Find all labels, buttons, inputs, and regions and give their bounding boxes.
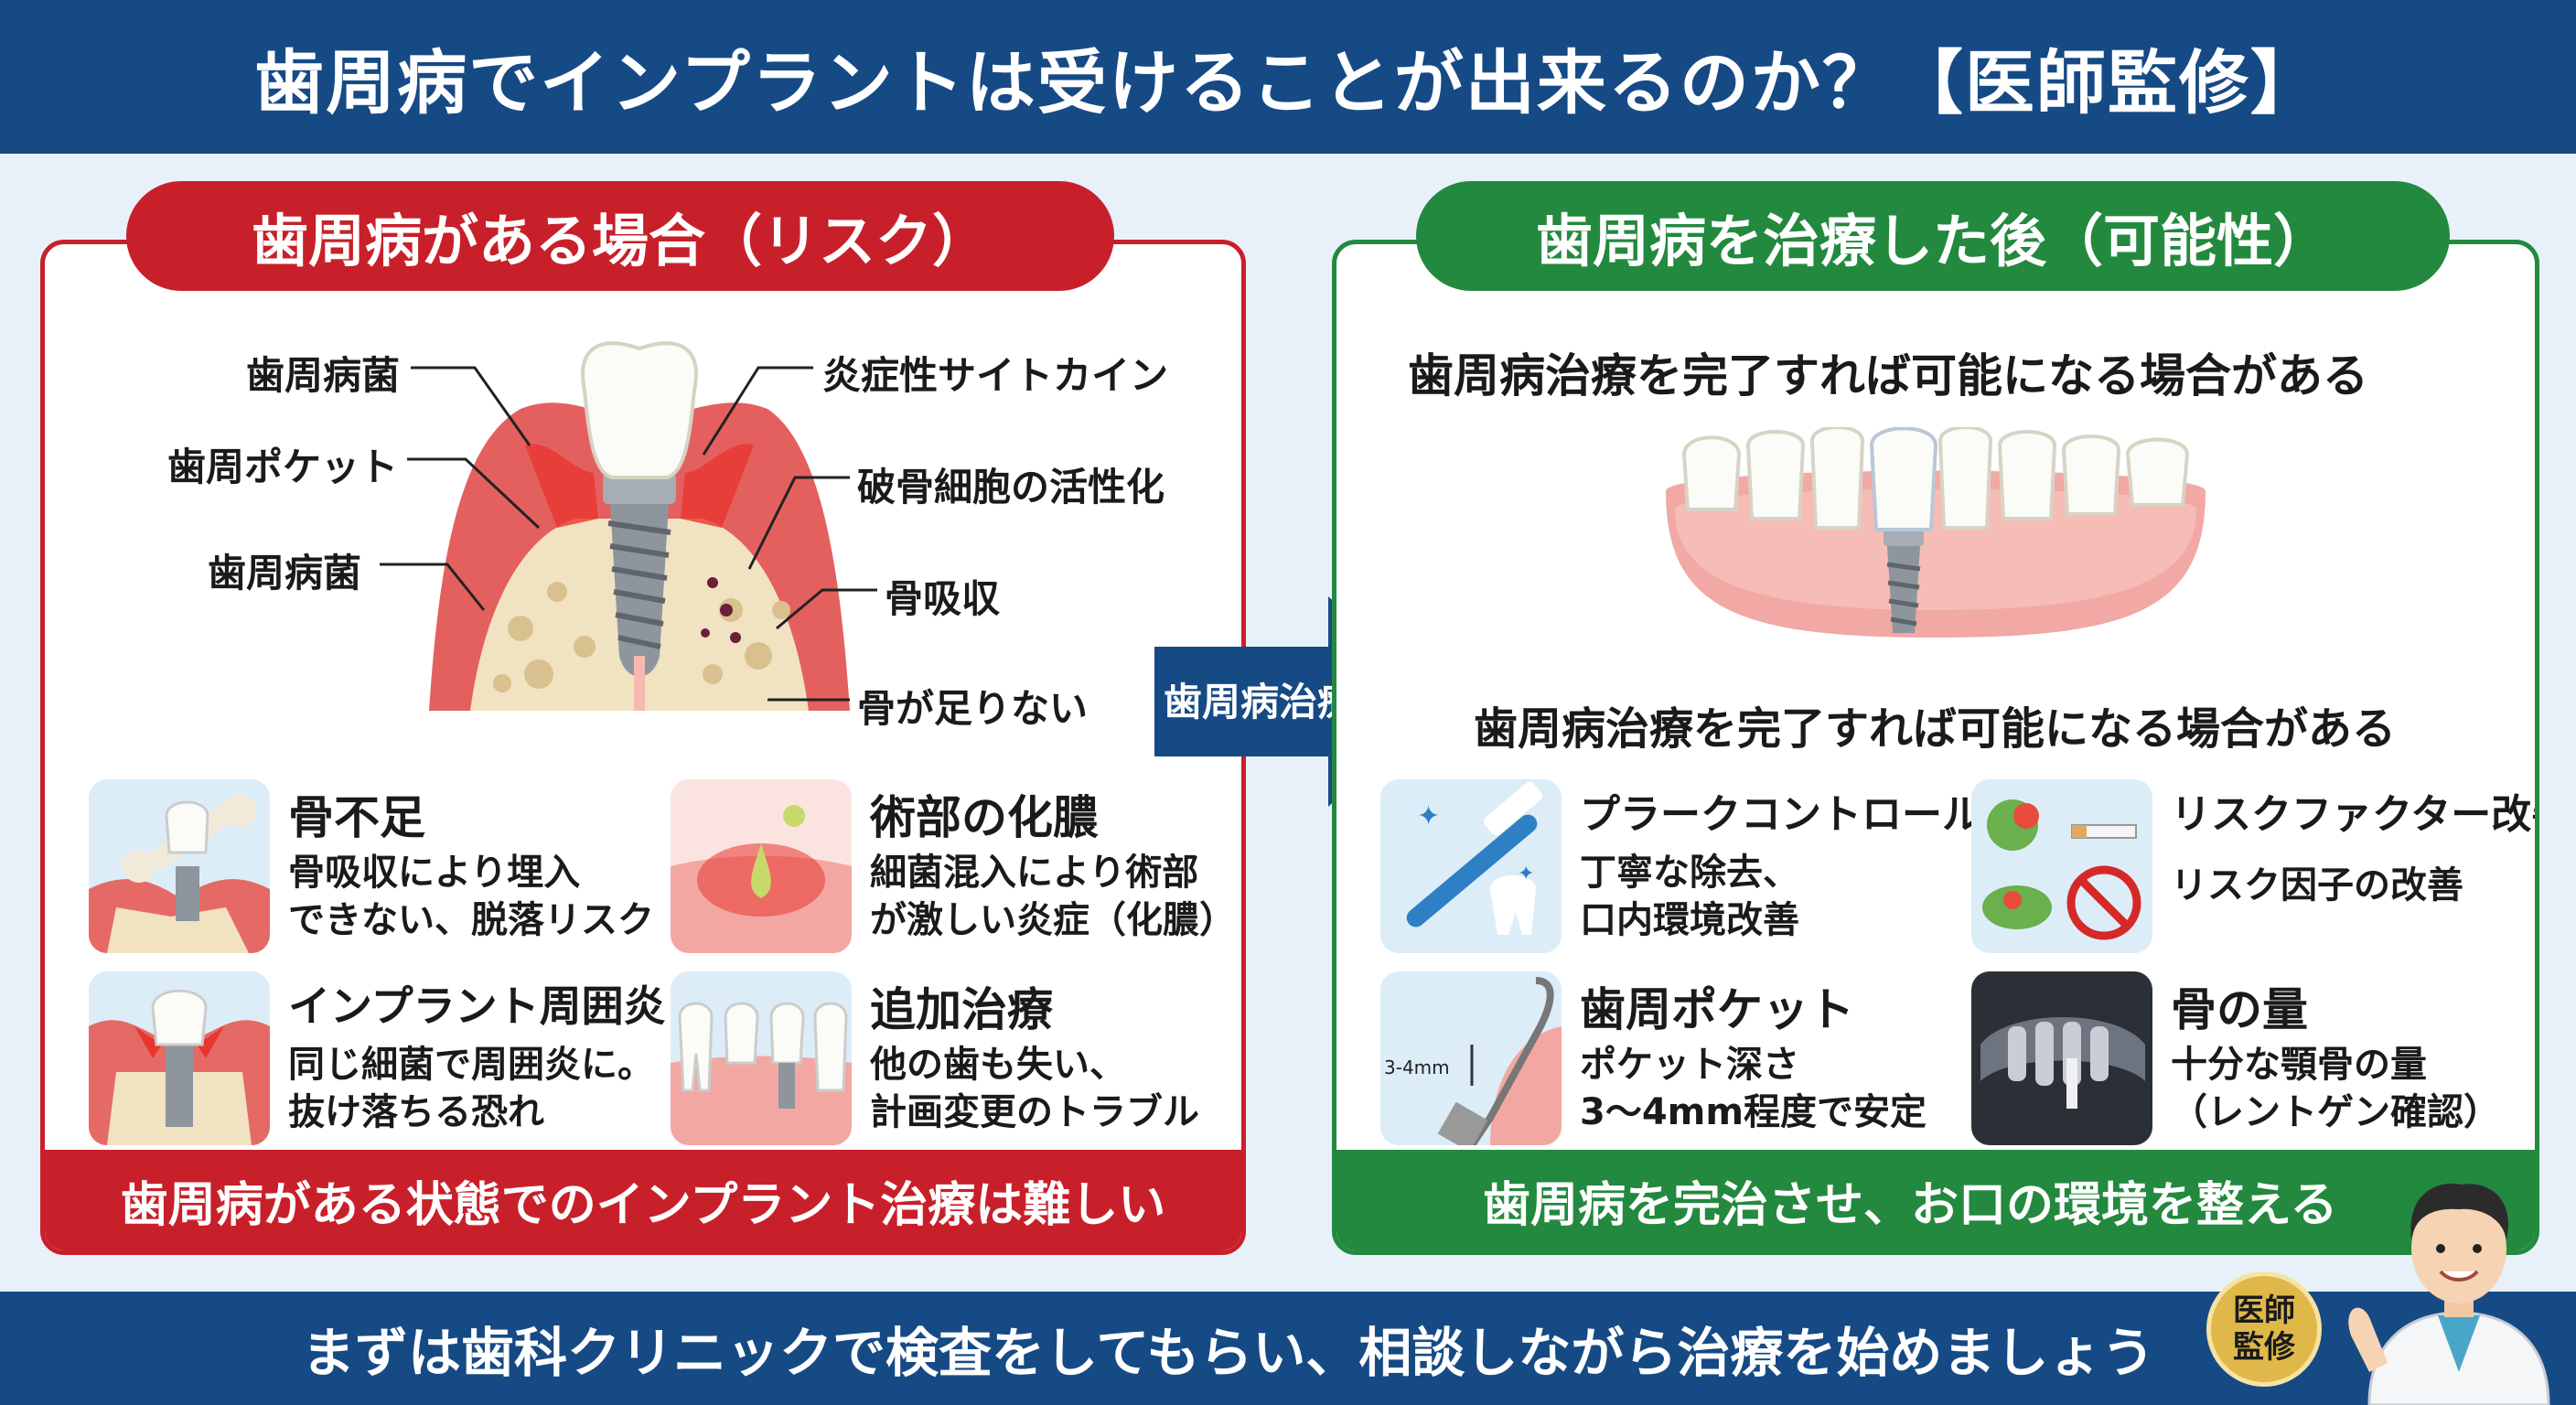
illustration-leader-lines xyxy=(380,366,877,702)
card-peri-implantitis: インプラント周囲炎 同じ細菌で周囲炎に。抜け落ちる恐れ xyxy=(89,971,666,1145)
probe-depth-label: 3-4mm xyxy=(1384,1056,1450,1078)
card-additional-treatment: 追加治療 他の歯も失い、計画変更のトラブル xyxy=(671,971,1219,1145)
card-title: 骨の量 xyxy=(2171,983,2308,1036)
healthy-jaw-implant-illustration xyxy=(1666,427,2206,638)
label-periodontal-bacteria-1: 歯周病菌 xyxy=(246,353,401,398)
desc-line: 口内環境改善 xyxy=(1580,899,1799,941)
possibility-panel: 歯周病治療を完了すれば可能になる場合がある 歯周病治療を完了すれば可能になる場合… xyxy=(1332,240,2539,1255)
healthy-food-no-smoking-icon xyxy=(1971,779,2152,953)
card-bone-shortage: 骨不足 骨吸収により埋入できない、脱落リスク xyxy=(89,779,654,953)
svg-text:✦: ✦ xyxy=(1518,863,1534,885)
subtitle-top: 歯周病治療を完了すれば可能になる場合がある xyxy=(1408,349,2368,402)
card-desc: ポケット深さ 3〜4mm程度で安定 xyxy=(1580,1041,1927,1136)
card-desc: 細菌混入により術部が激しい炎症（化膿） xyxy=(870,849,1236,944)
desc-line: 3〜4mm程度で安定 xyxy=(1580,1091,1927,1133)
label-periodontal-bacteria-2: 歯周病菌 xyxy=(208,551,362,595)
card-title: プラークコントロール xyxy=(1580,791,1982,838)
periodontitis-implant-illustration xyxy=(429,341,850,711)
xray-icon xyxy=(1971,971,2152,1145)
desc-line: できない、脱落リスク xyxy=(288,899,654,941)
desc-line: リスク因子の改善 xyxy=(2171,864,2463,906)
card-plaque-control: ✦✦ プラークコントロール 丁寧な除去、口内環境改善 xyxy=(1380,779,1982,953)
label-osteoclast-activation: 破骨細胞の活性化 xyxy=(857,465,1165,509)
card-title: インプラント周囲炎 xyxy=(288,981,666,1031)
svg-text:✦: ✦ xyxy=(1417,800,1440,832)
bottom-message-bar: まずは歯科クリニックで検査をしてもらい、相談しながら治療を始めましょう xyxy=(0,1292,2576,1405)
desc-line: 計画変更のトラブル xyxy=(870,1091,1199,1133)
card-desc: 同じ細菌で周囲炎に。抜け落ちる恐れ xyxy=(288,1041,654,1136)
arrow-label: 歯周病治療 xyxy=(1164,680,1357,724)
label-periodontal-pocket: 歯周ポケット xyxy=(167,445,399,489)
card-desc: リスク因子の改善 xyxy=(2171,862,2463,909)
header-bar: 歯周病でインプラントは受けることが出来るのか？【医師監修】 xyxy=(0,0,2576,154)
desc-line: が激しい炎症（化膿） xyxy=(870,899,1236,941)
card-title: リスクファクター改善 xyxy=(2171,791,2539,838)
bone-icon xyxy=(89,779,270,953)
implant-inflammation-icon xyxy=(89,971,270,1145)
subtitle-mid: 歯周病治療を完了すれば可能になる場合がある xyxy=(1474,703,2397,755)
supervision-badge: 医師監修 xyxy=(2206,1271,2322,1387)
risk-conclusion: 歯周病がある状態でのインプラント治療は難しい xyxy=(45,1150,1241,1250)
card-bone-volume: 骨の量 十分な顎骨の量 （レントゲン確認） xyxy=(1971,971,2529,1145)
desc-line: ポケット深さ xyxy=(1580,1044,1799,1086)
card-desc: 丁寧な除去、口内環境改善 xyxy=(1580,849,1799,944)
card-desc: 骨吸収により埋入できない、脱落リスク xyxy=(288,849,654,944)
page-title: 歯周病でインプラントは受けることが出来るのか？【医師監修】 xyxy=(254,42,2322,123)
desc-line: 他の歯も失い、 xyxy=(870,1044,1126,1086)
card-title: 追加治療 xyxy=(870,983,1053,1036)
badge-label: 医師監修 xyxy=(2233,1292,2295,1366)
card-desc: 他の歯も失い、計画変更のトラブル xyxy=(870,1041,1199,1136)
missing-teeth-icon xyxy=(671,971,852,1145)
risk-panel: 歯周病菌 歯周ポケット 歯周病菌 炎症性サイトカイン 破骨細胞の活性化 骨吸収 … xyxy=(40,240,1246,1255)
card-periodontal-pocket: 3-4mm 歯周ポケット ポケット深さ 3〜4mm程度で安定 xyxy=(1380,971,1948,1145)
card-title: 歯周ポケット xyxy=(1580,983,1854,1036)
desc-line: 同じ細菌で周囲炎に。 xyxy=(288,1044,654,1086)
label-inflammatory-cytokine: 炎症性サイトカイン xyxy=(822,353,1169,398)
dental-probe-icon: 3-4mm xyxy=(1380,971,1562,1145)
possibility-conclusion: 歯周病を完治させ、お口の環境を整える xyxy=(1336,1150,2535,1250)
card-title: 術部の化膿 xyxy=(870,791,1099,844)
toothbrush-icon: ✦✦ xyxy=(1380,779,1562,953)
desc-line: 十分な顎骨の量 xyxy=(2171,1044,2427,1086)
card-title: 骨不足 xyxy=(288,791,425,844)
desc-line: 細菌混入により術部 xyxy=(870,852,1199,894)
card-desc: 十分な顎骨の量 （レントゲン確認） xyxy=(2171,1041,2500,1136)
desc-line: （レントゲン確認） xyxy=(2171,1091,2500,1133)
card-risk-factor: リスクファクター改善 リスク因子の改善 xyxy=(1971,779,2535,953)
label-bone-resorption: 骨吸収 xyxy=(885,576,1001,621)
desc-line: 骨吸収により埋入 xyxy=(288,852,581,894)
pus-icon xyxy=(671,779,852,953)
label-insufficient-bone: 骨が足りない xyxy=(857,686,1089,731)
bottom-message: まずは歯科クリニックで検査をしてもらい、相談しながら治療を始めましょう xyxy=(302,1322,2155,1384)
desc-line: 丁寧な除去、 xyxy=(1580,852,1799,894)
doctor-avatar-icon xyxy=(2348,1183,2550,1405)
risk-heading: 歯周病がある場合（リスク） xyxy=(126,181,1114,291)
card-suppuration: 術部の化膿 細菌混入により術部が激しい炎症（化膿） xyxy=(671,779,1236,953)
desc-line: 抜け落ちる恐れ xyxy=(288,1091,544,1133)
possibility-heading: 歯周病を治療した後（可能性） xyxy=(1416,181,2450,291)
